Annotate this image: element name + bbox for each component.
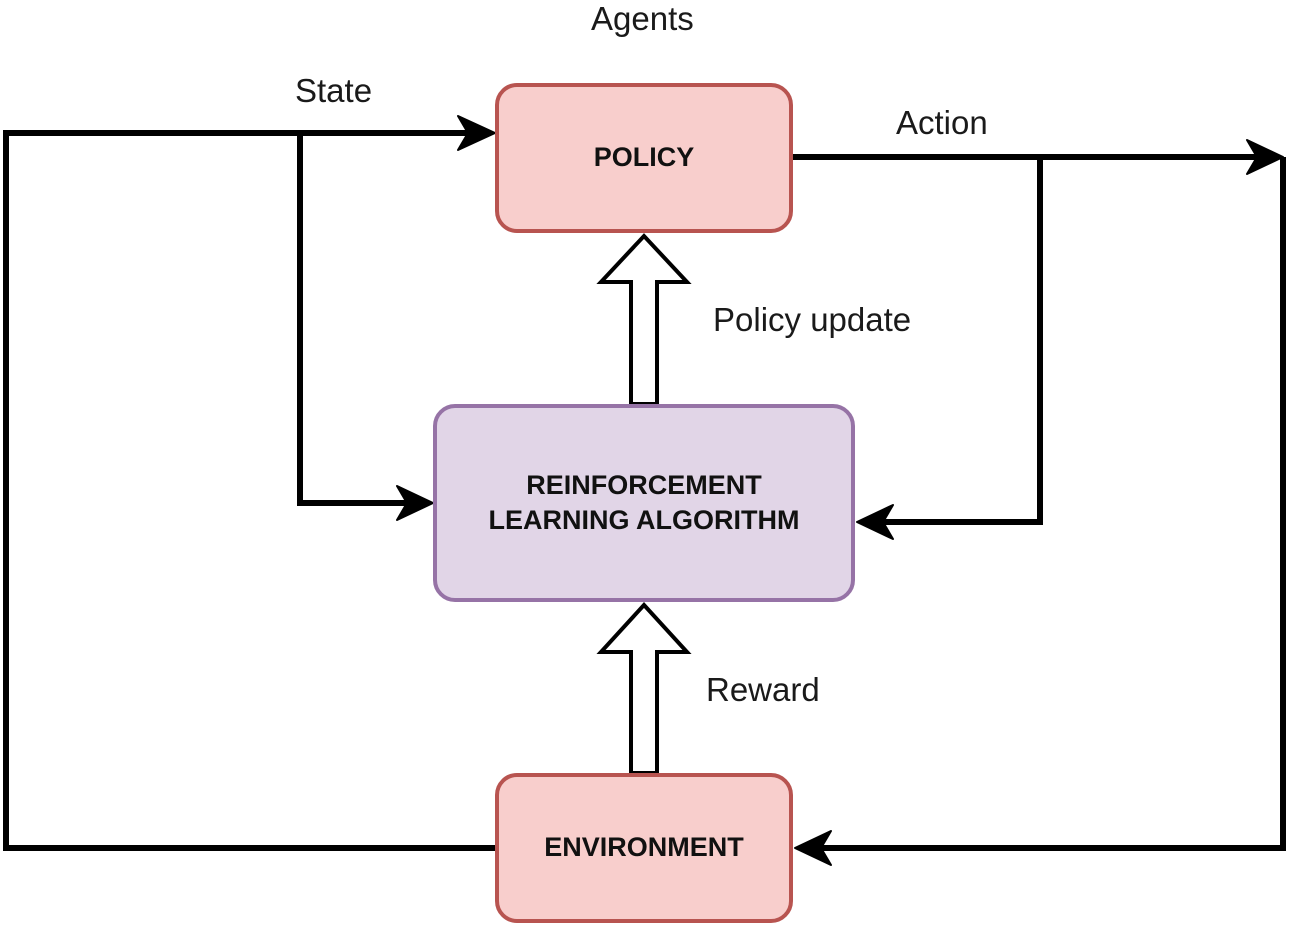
action-arrowhead (1246, 139, 1284, 175)
rl-algorithm-title-line-2: LEARNING ALGORITHM (488, 505, 800, 535)
state-label: State (295, 72, 373, 109)
action-to-rl-connector (880, 157, 1043, 525)
action-to-rl-arrowhead (856, 504, 894, 540)
reward-hollow-arrow (596, 602, 692, 775)
environment-title: ENVIRONMENT (544, 832, 744, 863)
action-to-env-connector (820, 157, 1286, 851)
action-label: Action (896, 104, 988, 141)
reward-label: Reward (706, 671, 820, 708)
rl-algorithm-title-line-1: REINFORCEMENT (526, 469, 762, 500)
policy-update-hollow-arrow (596, 233, 692, 406)
agents-label: Agents (591, 0, 694, 37)
policy-title: POLICY (593, 142, 695, 173)
state-loop-connector (3, 130, 495, 851)
state-to-rl-arrowhead (396, 485, 434, 521)
policy-update-label: Policy update (713, 301, 912, 338)
rl-algorithm-node: REINFORCEMENT LEARNING ALGORITHM (433, 404, 855, 602)
state-to-rl-connector (297, 133, 410, 506)
action-to-env-arrowhead (794, 830, 832, 866)
environment-node: ENVIRONMENT (495, 773, 793, 923)
policy-node: POLICY (495, 83, 793, 233)
state-to-policy-arrowhead (457, 115, 496, 151)
